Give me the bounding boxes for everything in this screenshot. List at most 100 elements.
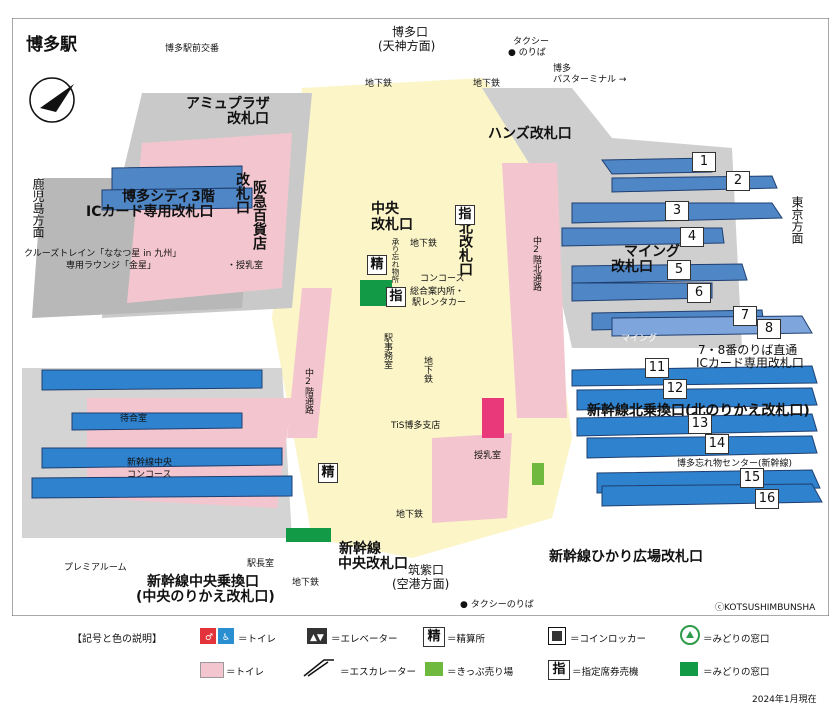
tis-label: TiS博多支店 bbox=[391, 421, 441, 431]
svg-text:♂: ♂ bbox=[205, 633, 213, 643]
chuo-gate: 中央 bbox=[371, 201, 399, 217]
lost-found-center: 博多忘れ物センター(新幹線) bbox=[677, 459, 793, 469]
station-office: 駅事務室 bbox=[382, 333, 392, 369]
legend-escalator: ＝エスカレーター bbox=[340, 667, 417, 678]
seisan-legend-icon: 精 bbox=[423, 627, 445, 647]
nursing-label-south: 授乳室 bbox=[474, 451, 502, 461]
info-label2: 駅レンタカー bbox=[412, 298, 467, 308]
info-label: 総合案内所・ bbox=[410, 287, 465, 297]
city-gate2: ICカード専用改札口 bbox=[86, 204, 214, 220]
waiting-room: 待合室 bbox=[120, 414, 148, 424]
platform-number-5: 5 bbox=[667, 260, 691, 280]
hands-gate: ハンズ改札口 bbox=[488, 126, 572, 142]
subway-label-c: 地下鉄 bbox=[410, 239, 438, 249]
svg-text:♿: ♿ bbox=[222, 633, 230, 643]
shinkansen-central-gate2: 中央改札口 bbox=[338, 556, 408, 572]
shitei-legend-icon: 指 bbox=[548, 660, 570, 680]
concourse-label: コンコース bbox=[420, 274, 465, 284]
copyright: ⓒKOTSUSHIMBUNSHA bbox=[715, 603, 816, 613]
cruise-label2: 専用ラウンジ「金星」 bbox=[66, 261, 157, 271]
platform-number-12: 12 bbox=[663, 379, 687, 399]
hakata-exit-dir: (天神方面) bbox=[378, 39, 436, 53]
north-transfer-gate: 新幹線北乗換口(北のりかえ改札口) bbox=[587, 403, 810, 419]
premium-room: プレミアルーム bbox=[64, 563, 127, 573]
lost-items: 承り忘れ物所 bbox=[391, 238, 400, 283]
elevator-icon: ▲▼ bbox=[307, 628, 327, 644]
bus-label2: バスターミナル → bbox=[553, 75, 627, 85]
platform-number-11: 11 bbox=[645, 358, 669, 378]
legend-kippu: ＝きっぷ売り場 bbox=[447, 667, 514, 678]
amu-label2: 改札口 bbox=[227, 111, 269, 127]
locker-icon bbox=[548, 627, 566, 645]
subway-label-b: 地下鉄 bbox=[396, 510, 424, 520]
svg-text:▲▼: ▲▼ bbox=[310, 633, 324, 643]
shitei-marker-1: 指 bbox=[386, 287, 406, 307]
north-passage: 中2階北通路 bbox=[531, 236, 541, 291]
platform-number-16: 16 bbox=[755, 489, 779, 509]
midori-window-2 bbox=[286, 528, 331, 542]
legend-seisanjo: ＝精算所 bbox=[447, 634, 486, 645]
amu-label: アミュプラザ bbox=[186, 96, 270, 112]
cruise-label: クルーズトレイン「ななつ星 in 九州」 bbox=[24, 249, 182, 259]
hikari-gate: 新幹線ひかり広場改札口 bbox=[549, 549, 703, 565]
map-date: 2024年1月現在 bbox=[752, 695, 817, 705]
platform-number-15: 15 bbox=[740, 468, 764, 488]
ic78-gate: 7・8番のりば直通 bbox=[698, 343, 798, 357]
platform-number-7: 7 bbox=[733, 306, 757, 326]
platform-number-6: 6 bbox=[687, 283, 711, 303]
stationmaster-room: 駅長室 bbox=[247, 559, 275, 569]
chikushi-exit-dir: (空港方面) bbox=[392, 577, 450, 591]
city-gate: 博多シティ3階 bbox=[122, 189, 215, 205]
seisan-marker-1: 精 bbox=[367, 255, 387, 275]
subway-label-bb: 地下鉄 bbox=[292, 578, 320, 588]
taxi-top-label: タクシー bbox=[513, 37, 550, 47]
shinkansen-central-gate: 新幹線 bbox=[339, 541, 381, 557]
platform-number-3: 3 bbox=[665, 201, 689, 221]
tis-shop bbox=[482, 398, 504, 438]
platform-number-13: 13 bbox=[688, 414, 712, 434]
map-svg bbox=[12, 18, 829, 616]
kippu-swatch bbox=[425, 662, 443, 676]
compass-icon bbox=[29, 77, 75, 123]
subway-label-2: 地下鉄 bbox=[473, 79, 501, 89]
south-concourse-area bbox=[432, 433, 512, 523]
koban-label: 博多駅前交番 bbox=[165, 44, 220, 54]
shinkansen-concourse2: コンコース bbox=[127, 470, 172, 480]
subway-label-s: 地下鉄 bbox=[422, 356, 432, 383]
nursing-label-west: ・授乳室 bbox=[227, 261, 264, 271]
subway-label-1: 地下鉄 bbox=[365, 79, 393, 89]
north-gate: 北改札口 bbox=[457, 220, 473, 276]
midori-icon bbox=[680, 625, 700, 645]
platforms-shinkansen bbox=[31, 365, 823, 507]
taxi-top-label2: ● のりば bbox=[508, 48, 546, 58]
ming-gate: マイング bbox=[624, 244, 680, 260]
legend-toilet: ＝トイレ bbox=[238, 634, 277, 645]
hankyu-gate: 改札口 bbox=[234, 172, 250, 214]
north-passage-area bbox=[502, 163, 567, 418]
map-title: 博多駅 bbox=[26, 35, 77, 55]
midori-area-swatch bbox=[680, 662, 698, 676]
hakata-exit-label: 博多口 bbox=[392, 25, 429, 39]
platform-number-14: 14 bbox=[705, 434, 729, 454]
legend-midori-area: ＝みどりの窓口 bbox=[703, 667, 770, 678]
legend-shitei: ＝指定席券売機 bbox=[572, 667, 639, 678]
legend-midori: ＝みどりの窓口 bbox=[703, 634, 770, 645]
shinkansen-concourse: 新幹線中央 bbox=[127, 458, 173, 468]
platform-number-4: 4 bbox=[680, 227, 704, 247]
central-transfer-gate: 新幹線中央乗換口 bbox=[147, 574, 259, 590]
legend-elevator: ＝エレベーター bbox=[331, 634, 398, 645]
hankyu-label: 阪急百貨店 bbox=[251, 180, 267, 250]
legend-toilet-area: ＝トイレ bbox=[226, 667, 265, 678]
seisan-marker-2: 精 bbox=[318, 463, 338, 483]
toilet-icon: ♂♿ bbox=[200, 628, 234, 644]
kagoshima-dir: 鹿児島方面 bbox=[31, 178, 45, 238]
escalator-icon bbox=[302, 658, 336, 678]
ming-label: マイング bbox=[621, 334, 658, 344]
toilet-area-swatch bbox=[200, 662, 224, 678]
tokyo-dir: 東京方面 bbox=[790, 196, 804, 244]
taxi-bottom-label: ● タクシーのりば bbox=[460, 600, 534, 610]
platform-number-8: 8 bbox=[757, 319, 781, 339]
platform-number-1: 1 bbox=[692, 152, 716, 172]
legend-locker: ＝コインロッカー bbox=[570, 634, 647, 645]
mid-passage: 中2階通路 bbox=[303, 368, 313, 414]
